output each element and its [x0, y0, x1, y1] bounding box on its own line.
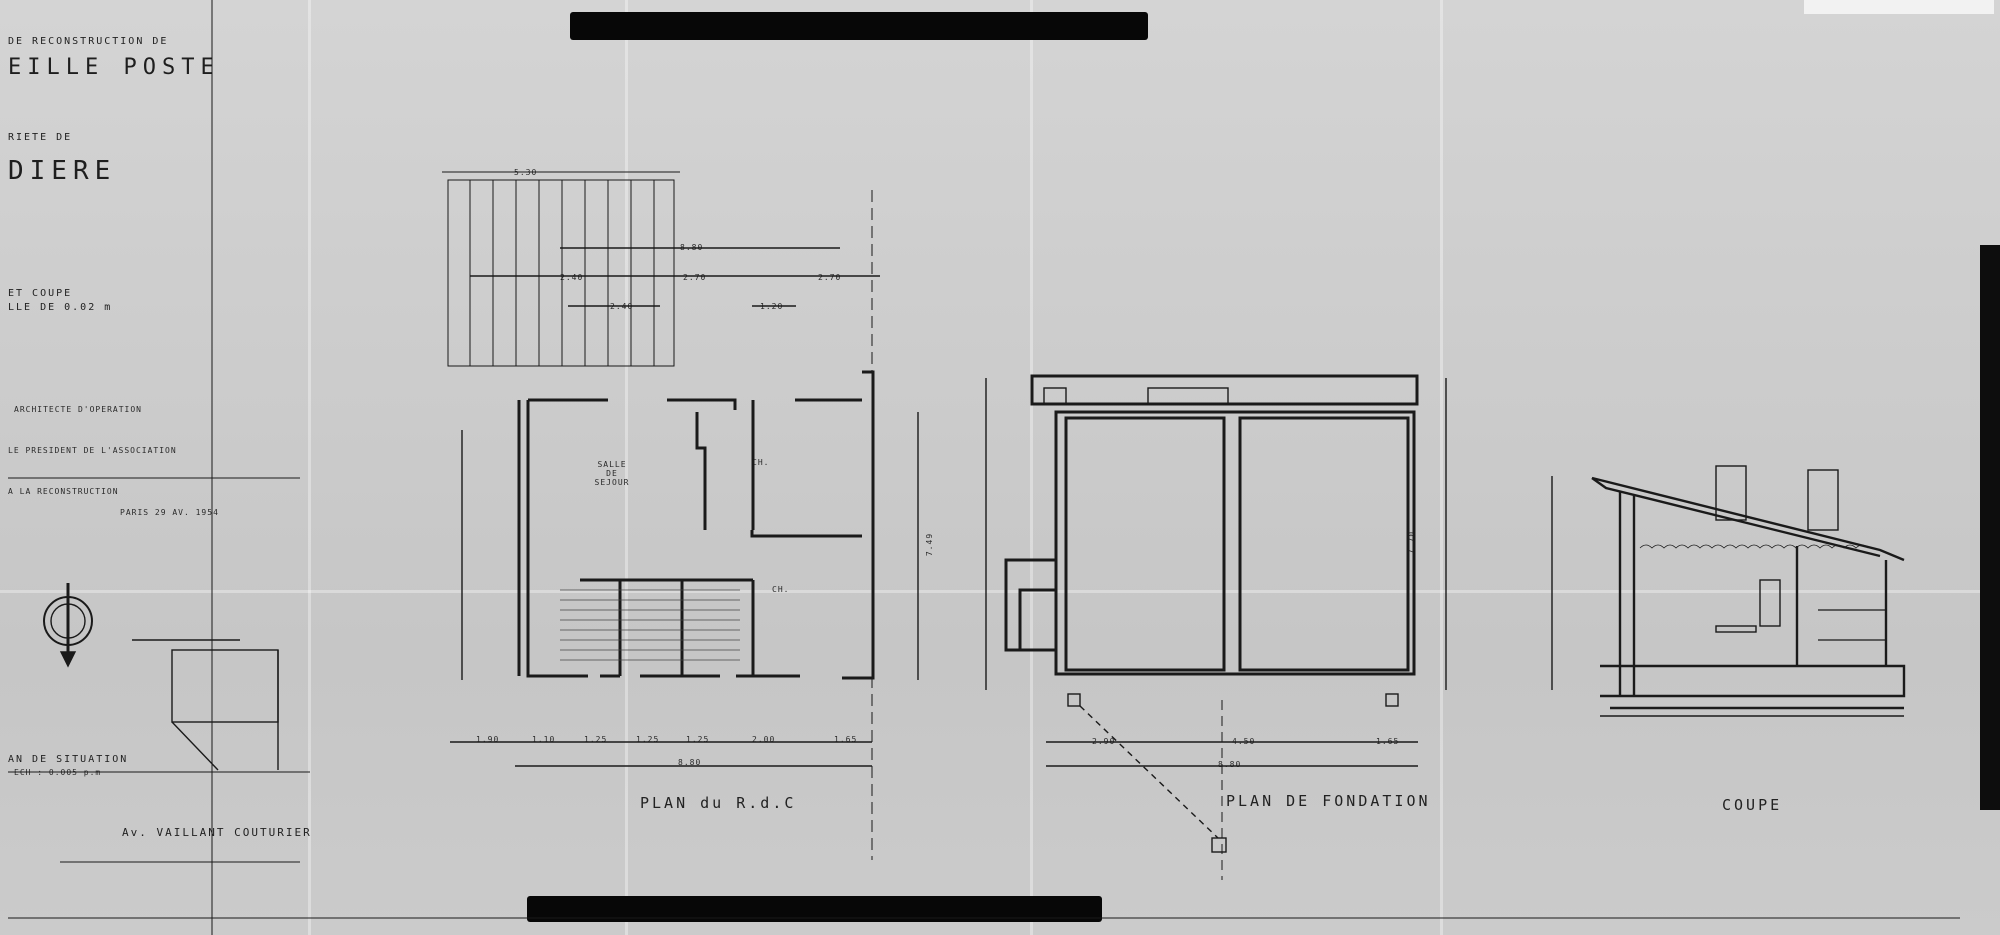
dim-bottom-total: 8.80 [678, 758, 702, 767]
fold-line [0, 590, 2000, 593]
fold-line [1440, 0, 1443, 935]
dim-b4: 1.25 [636, 735, 660, 744]
dim-b6: 2.00 [752, 735, 776, 744]
room-label-ch2: CH. [772, 585, 790, 594]
site-plan-diagonal [171, 721, 219, 771]
title-line-5: ET COUPE [8, 288, 73, 299]
title-line-3: RIETE DE [8, 132, 73, 143]
north-arrow-icon [59, 651, 77, 668]
fold-line [308, 0, 311, 935]
dim-b2: 1.10 [532, 735, 556, 744]
fold-line [1030, 0, 1033, 935]
section-coupe [1591, 465, 1906, 710]
plan-rdc-title: PLAN du R.d.C [640, 794, 797, 812]
foundation-footing [1147, 387, 1229, 405]
dim-b1: 1.90 [476, 735, 500, 744]
coupe-title: COUPE [1722, 796, 1783, 814]
foundation-post [1067, 693, 1081, 707]
architect-label: ARCHITECTE D'OPERATION [14, 405, 142, 414]
street-name: Av. VAILLANT COUTURIER [122, 826, 312, 839]
president-label: LE PRESIDENT DE L'ASSOCIATION [8, 446, 177, 455]
title-line-6: LLE DE 0.02 m [8, 302, 113, 313]
right-edge-shadow [1980, 245, 2000, 810]
pergola-grid [442, 171, 680, 367]
plan-fondation-title: PLAN DE FONDATION [1226, 792, 1431, 810]
date-label: PARIS 29 AV. 1954 [120, 508, 219, 517]
title-line-2: EILLE POSTE [8, 55, 220, 80]
foundation-diagonal [1079, 705, 1219, 839]
dim-b5: 1.25 [686, 735, 710, 744]
room-label-salle: SALLE DE SEJOUR [594, 460, 630, 487]
foundation-footing [1043, 387, 1067, 405]
archive-stamp [1804, 0, 1994, 14]
title-line-1: DE RECONSTRUCTION DE [8, 36, 169, 47]
dim-f-total: 8.80 [1218, 760, 1242, 769]
dim-d1: 2.40 [560, 273, 584, 282]
foundation-post [1385, 693, 1399, 707]
tile-hatching [560, 589, 740, 661]
situation-title: AN DE SITUATION [8, 754, 129, 765]
redaction-bar-top [570, 12, 1148, 40]
reconstruction-label: A LA RECONSTRUCTION [8, 487, 119, 496]
roof-tiles [1639, 544, 1869, 549]
dim-b7: 1.65 [834, 735, 858, 744]
dim-d3: 2.70 [818, 273, 842, 282]
dim-d2: 2.70 [683, 273, 707, 282]
dim-b3: 1.25 [584, 735, 608, 744]
plan-rdc-walls [517, 370, 875, 680]
foundation-post [1211, 837, 1227, 853]
site-plan-outline [171, 649, 279, 723]
fold-line [625, 0, 628, 935]
title-line-4: DIERE [8, 156, 117, 186]
foundation-walls [1004, 374, 1419, 676]
room-label-ch1: CH. [752, 458, 770, 467]
